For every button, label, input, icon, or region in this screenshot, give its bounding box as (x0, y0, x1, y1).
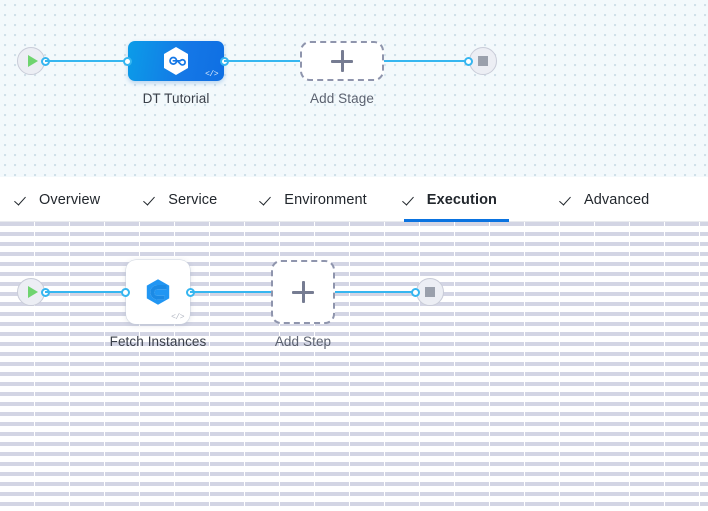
tab-overview[interactable]: Overview (16, 177, 100, 222)
stage-node-input-port[interactable] (123, 56, 132, 66)
step-node-label: Fetch Instances (109, 334, 207, 349)
tab-underline-active (403, 219, 509, 222)
code-badge-icon: </> (171, 313, 184, 322)
add-stage-button[interactable] (300, 41, 384, 81)
play-icon (27, 55, 38, 67)
stage-node-box[interactable]: </> (128, 41, 224, 81)
step-node-fetch-instances[interactable]: </> (121, 260, 195, 324)
pipeline-tab-bar[interactable]: Overview Service Environment Execution A… (0, 177, 708, 222)
start-circle (17, 278, 45, 306)
add-stage-label: Add Stage (310, 91, 374, 106)
stage-end-input-port[interactable] (464, 56, 473, 66)
wire-addstage-to-end (384, 60, 474, 62)
check-icon (261, 192, 276, 207)
tab-overview-label: Overview (39, 191, 101, 208)
stage-pipeline-canvas[interactable]: </> DT Tutorial Add Stage (0, 0, 708, 177)
stage-node-label: DT Tutorial (142, 91, 210, 106)
tab-execution-label: Execution (426, 191, 497, 208)
tab-environment[interactable]: Environment (261, 177, 367, 222)
wire-addstep-to-end (335, 291, 418, 293)
tab-service-label: Service (168, 191, 218, 208)
end-circle (469, 47, 497, 75)
hexagon-e-icon (146, 279, 170, 305)
tab-service[interactable]: Service (145, 177, 217, 222)
step-pipeline-canvas[interactable]: </> Fetch Instances Add Step (0, 222, 708, 511)
end-circle (416, 278, 444, 306)
play-icon (27, 286, 38, 298)
tab-execution[interactable]: Execution (403, 177, 509, 222)
check-icon (145, 192, 160, 207)
code-badge-icon: </> (205, 70, 218, 79)
wire-stage-to-addstage (224, 60, 301, 62)
wire-start-to-stage (45, 60, 130, 62)
step-node-box[interactable]: </> (126, 260, 190, 324)
stop-icon (478, 56, 488, 66)
tab-environment-label: Environment (284, 191, 367, 208)
check-icon (16, 192, 31, 207)
add-step-button[interactable] (271, 260, 335, 324)
step-end-input-port[interactable] (411, 287, 420, 297)
tab-advanced[interactable]: Advanced (561, 177, 649, 222)
start-circle (17, 47, 45, 75)
tab-advanced-label: Advanced (584, 191, 650, 208)
step-end-node[interactable] (411, 278, 444, 306)
stage-end-node[interactable] (464, 47, 497, 75)
plus-icon (331, 50, 353, 72)
check-icon (404, 192, 419, 207)
add-stage-box[interactable] (300, 41, 384, 81)
check-icon (561, 192, 576, 207)
stage-start-node[interactable] (17, 47, 50, 75)
stage-node-dt-tutorial[interactable]: </> (123, 41, 229, 81)
wire-step-to-addstep (190, 291, 272, 293)
plus-icon (292, 281, 314, 303)
stop-icon (425, 287, 435, 297)
hexagon-link-icon (164, 47, 188, 75)
add-step-label: Add Step (274, 334, 332, 349)
step-start-node[interactable] (17, 278, 50, 306)
step-node-input-port[interactable] (121, 287, 130, 297)
wire-start-to-step (45, 291, 129, 293)
add-step-box[interactable] (271, 260, 335, 324)
